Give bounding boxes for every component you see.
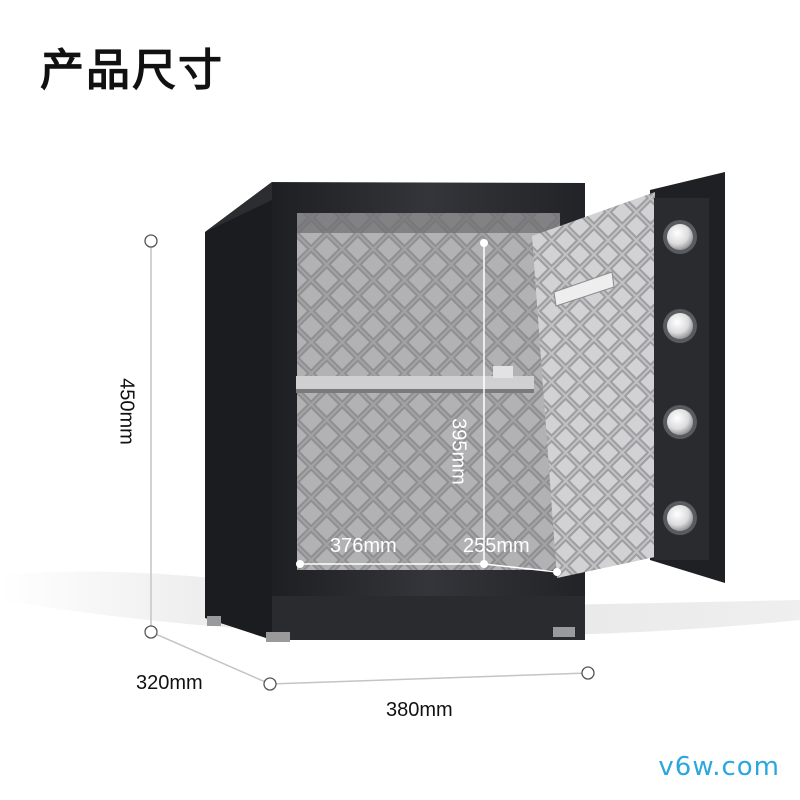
inner-depth-line: [483, 563, 558, 573]
lock-knob: [663, 309, 697, 343]
foot: [266, 632, 290, 642]
foot: [553, 627, 575, 637]
dimension-dot: [144, 625, 158, 639]
outer-width-label: 380mm: [386, 699, 453, 721]
inner-height-label: 395mm: [447, 418, 470, 485]
shelf-bracket: [493, 366, 513, 378]
dimension-dot: [480, 560, 488, 568]
outer-width-line: [269, 672, 589, 685]
lock-knob: [663, 501, 697, 535]
safe-side-panel: [205, 182, 272, 640]
inner-width-label: 376mm: [330, 535, 397, 557]
dimension-dot: [480, 239, 488, 247]
inner-depth-label: 255mm: [463, 535, 530, 557]
dimension-dot: [553, 568, 561, 576]
page-title: 产品尺寸: [40, 45, 224, 96]
foot: [207, 616, 221, 626]
dimension-dot: [296, 560, 304, 568]
door-handle: [553, 271, 615, 307]
outer-depth-line: [150, 631, 271, 685]
lock-knob: [663, 220, 697, 254]
dimension-dot: [263, 677, 277, 691]
outer-depth-label: 320mm: [136, 672, 203, 694]
dimension-dot: [144, 234, 158, 248]
outer-height-label: 450mm: [115, 378, 138, 445]
shelf: [296, 376, 534, 391]
lock-knob: [663, 405, 697, 439]
watermark: v6w.com: [658, 752, 780, 782]
dimension-dot: [581, 666, 595, 680]
